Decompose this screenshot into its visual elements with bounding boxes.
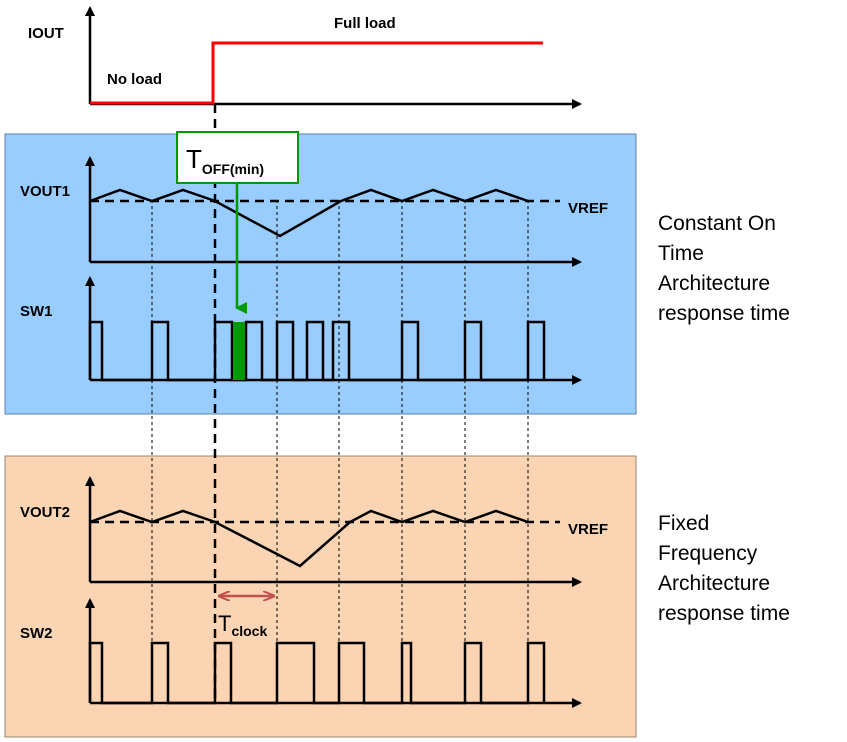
vout2-axes [85, 476, 582, 587]
vout1-waveform [89, 188, 529, 238]
cot-description: Constant On Time Architecture response t… [658, 212, 790, 325]
vout1-vref-label: VREF [568, 200, 608, 217]
cot-panel-background [4, 133, 637, 415]
ff-description-line: Architecture [658, 572, 770, 595]
iout-axis-label: IOUT [28, 25, 64, 42]
cot-description-line: Time [658, 242, 704, 265]
cot-description-line: Architecture [658, 272, 770, 295]
vout1-axes [85, 156, 582, 267]
cot-description-line: Constant On [658, 212, 776, 235]
ff-description-line: response time [658, 602, 790, 625]
ff-panel-background [4, 455, 637, 738]
toff-sub: OFF(min) [202, 161, 264, 177]
full-load-label: Full load [334, 15, 396, 32]
toff-main: T [186, 144, 202, 174]
vout2-vref-label: VREF [568, 521, 608, 538]
ff-description: Fixed Frequency Architecture response ti… [658, 512, 790, 625]
toff-min-pulse [233, 322, 245, 380]
iout-trace [90, 41, 543, 105]
tclock-label: Tclock [218, 611, 267, 639]
sw1-waveform [88, 320, 546, 382]
sw2-waveform [88, 641, 546, 705]
tclock-sub: clock [231, 623, 267, 639]
guide-lines [151, 200, 529, 648]
ff-description-line: Frequency [658, 542, 758, 565]
tclock-main: T [218, 611, 231, 636]
vout2-waveform [89, 509, 529, 568]
vout1-label: VOUT1 [20, 183, 70, 200]
toff-min-callout: TOFF(min) [176, 131, 299, 314]
vout2-label: VOUT2 [20, 504, 70, 521]
svg-text:TOFF(min): TOFF(min) [186, 144, 264, 177]
cot-description-line: response time [658, 302, 790, 325]
ff-description-line: Fixed [658, 512, 709, 535]
no-load-label: No load [107, 71, 162, 88]
sw2-label: SW2 [20, 625, 53, 642]
sw1-label: SW1 [20, 303, 53, 320]
